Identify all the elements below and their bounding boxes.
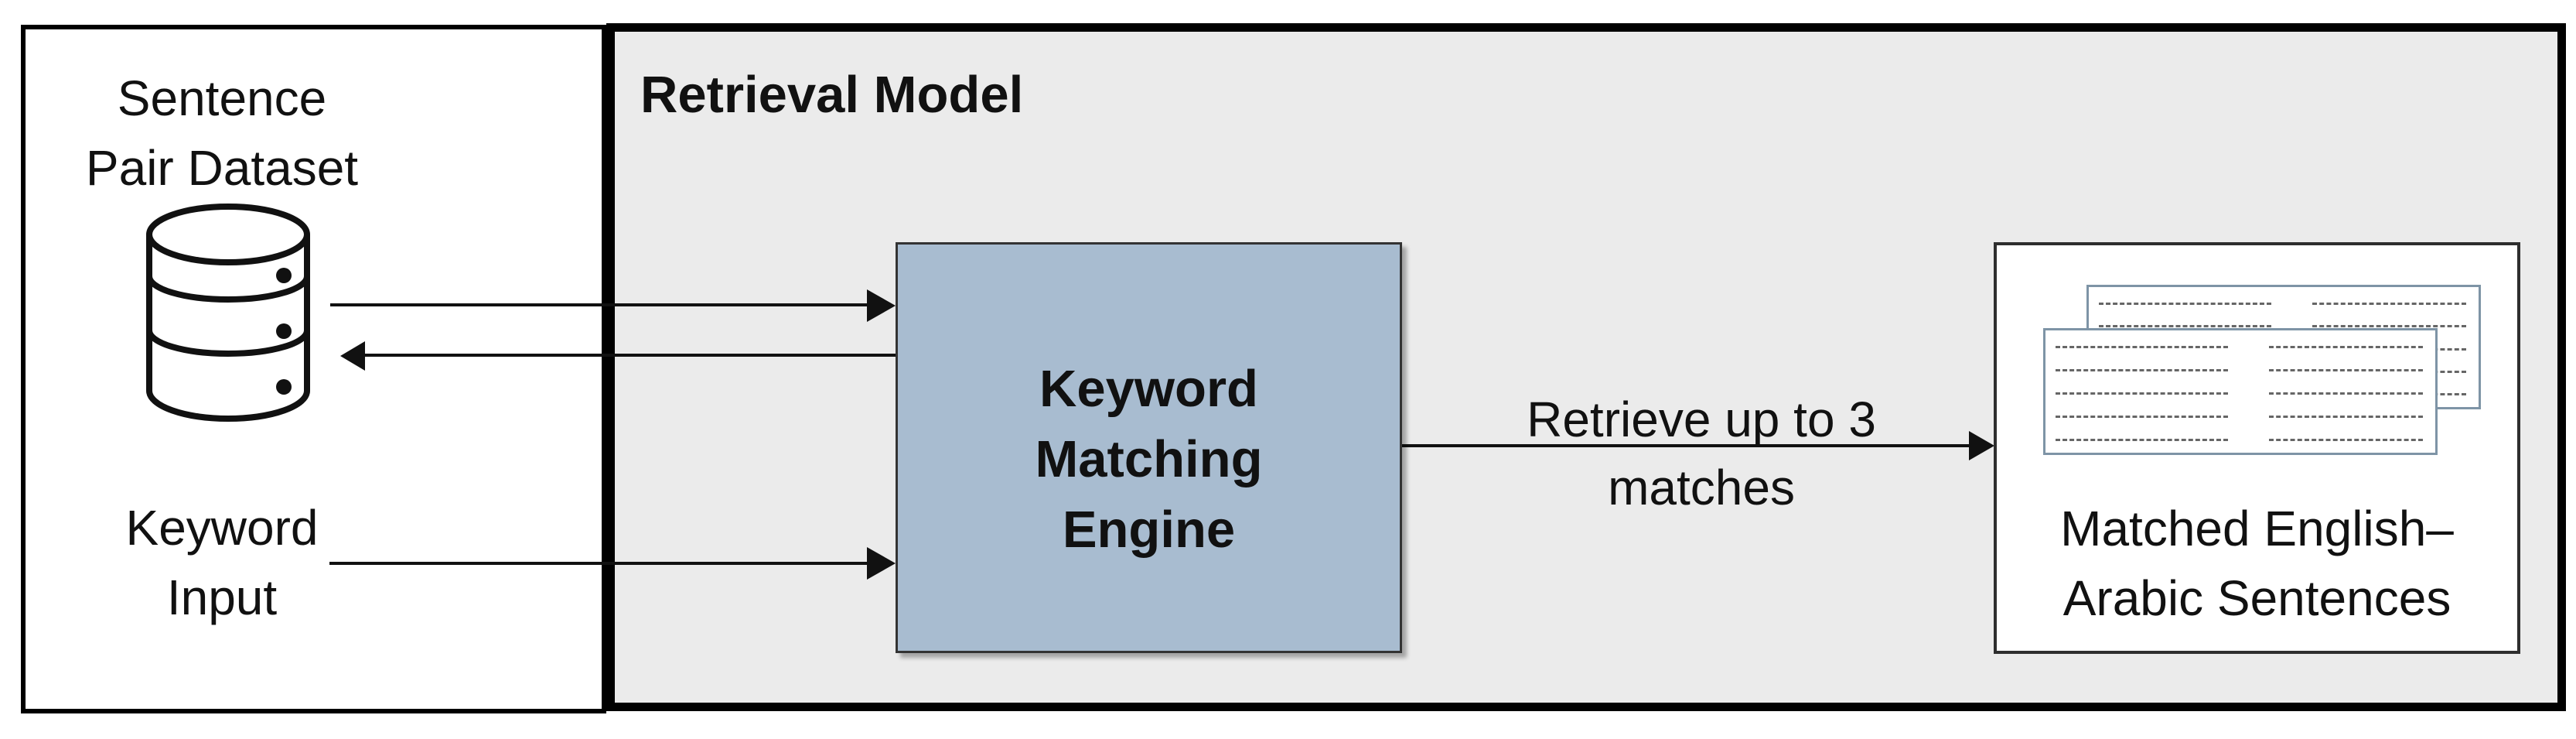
sentence-card-column-arabic — [2268, 346, 2423, 441]
sentence-card-front — [2043, 328, 2438, 455]
dashed-text-line — [2099, 303, 2272, 305]
dashed-text-line — [2099, 325, 2272, 328]
arrowhead-dataset-to-engine-icon — [867, 289, 896, 322]
database-icon — [146, 204, 310, 422]
matched-output-label-line2: Arabic Sentences — [2063, 570, 2451, 626]
arrowhead-engine-to-dataset-icon — [340, 341, 365, 371]
retrieve-matches-label: Retrieve up to 3 matches — [1462, 385, 1941, 522]
dataset-label: Sentence Pair Dataset — [21, 63, 423, 203]
dashed-text-line — [2056, 346, 2229, 348]
dashed-text-line — [2056, 369, 2229, 371]
dashed-text-line — [2056, 439, 2229, 441]
retrieve-matches-label-line1: Retrieve up to 3 — [1527, 392, 1876, 447]
sentence-card-column-english — [2056, 346, 2229, 441]
matched-output-label: Matched English– Arabic Sentences — [1994, 494, 2520, 633]
dashed-text-line — [2268, 439, 2423, 441]
keyword-input-label-line2: Input — [166, 570, 278, 625]
engine-label-line3: Engine — [1062, 501, 1236, 559]
matched-output-label-line1: Matched English– — [2060, 501, 2454, 556]
arrow-engine-to-dataset — [363, 354, 896, 357]
dataset-label-line1: Sentence — [117, 70, 327, 126]
dashed-text-line — [2056, 416, 2229, 418]
dashed-text-line — [2268, 369, 2423, 371]
arrow-keyword-to-engine — [329, 562, 868, 565]
arrowhead-engine-to-output-icon — [1969, 431, 1994, 460]
matched-output-box — [1994, 242, 2520, 654]
engine-label-line2: Matching — [1035, 430, 1263, 488]
retrieval-model-title: Retrieval Model — [640, 66, 1024, 124]
dashed-text-line — [2312, 303, 2466, 305]
retrieve-matches-label-line2: matches — [1608, 460, 1795, 515]
arrowhead-keyword-to-engine-icon — [867, 547, 896, 580]
keyword-input-label-line1: Keyword — [125, 500, 319, 556]
dashed-text-line — [2056, 392, 2229, 395]
keyword-matching-engine-box: Keyword Matching Engine — [896, 242, 1402, 653]
input-panel — [21, 25, 606, 713]
dashed-text-line — [2268, 392, 2423, 395]
dashed-text-line — [2268, 346, 2423, 348]
engine-label-line1: Keyword — [1039, 360, 1258, 418]
dashed-text-line — [2268, 416, 2423, 418]
keyword-input-label: Keyword Input — [21, 493, 423, 632]
dataset-label-line2: Pair Dataset — [85, 140, 359, 196]
arrow-dataset-to-engine — [330, 303, 868, 306]
arrow-engine-to-output — [1402, 444, 1970, 447]
dashed-text-line — [2312, 325, 2466, 328]
